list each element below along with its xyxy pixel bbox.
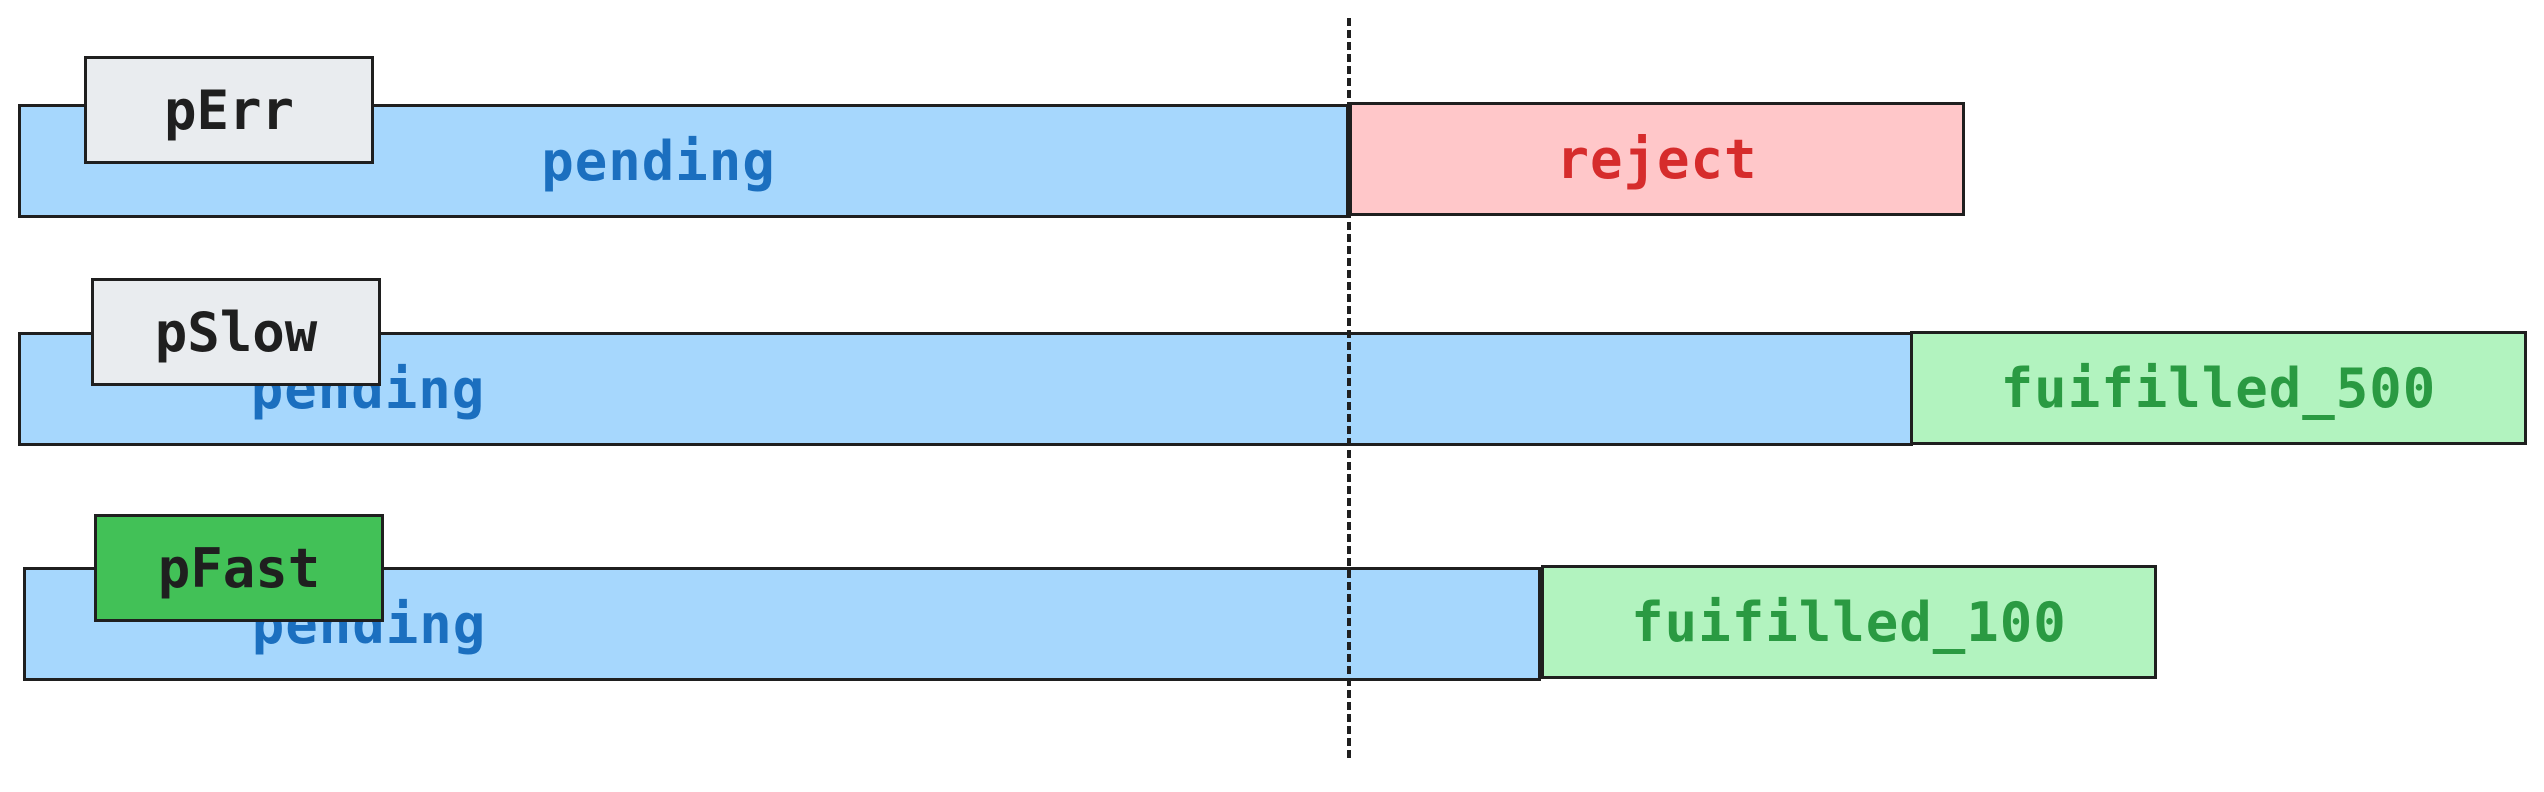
row-pslow-pending-bar: pending	[18, 332, 1913, 446]
row-pslow-fulfilled-label: fuifilled_500	[2000, 356, 2437, 420]
row-pslow-tag-label: pSlow	[154, 300, 318, 364]
row-pslow-tag: pSlow	[91, 278, 381, 386]
timeline-dashed-divider	[1347, 18, 1351, 758]
row-perr-tag: pErr	[84, 56, 374, 164]
row-pfast-fulfilled-label: fuifilled_100	[1631, 590, 2067, 654]
row-pslow-fulfilled-bar: fuifilled_500	[1910, 331, 2527, 445]
row-pfast-fulfilled-bar: fuifilled_100	[1541, 565, 2157, 679]
row-pfast-tag-label: pFast	[157, 536, 321, 600]
row-perr-tag-label: pErr	[163, 78, 295, 142]
row-pfast-tag: pFast	[94, 514, 384, 622]
row-perr-reject-label: reject	[1556, 127, 1758, 191]
row-perr-pending-label: pending	[541, 129, 776, 193]
row-perr-reject-bar: reject	[1349, 102, 1965, 216]
